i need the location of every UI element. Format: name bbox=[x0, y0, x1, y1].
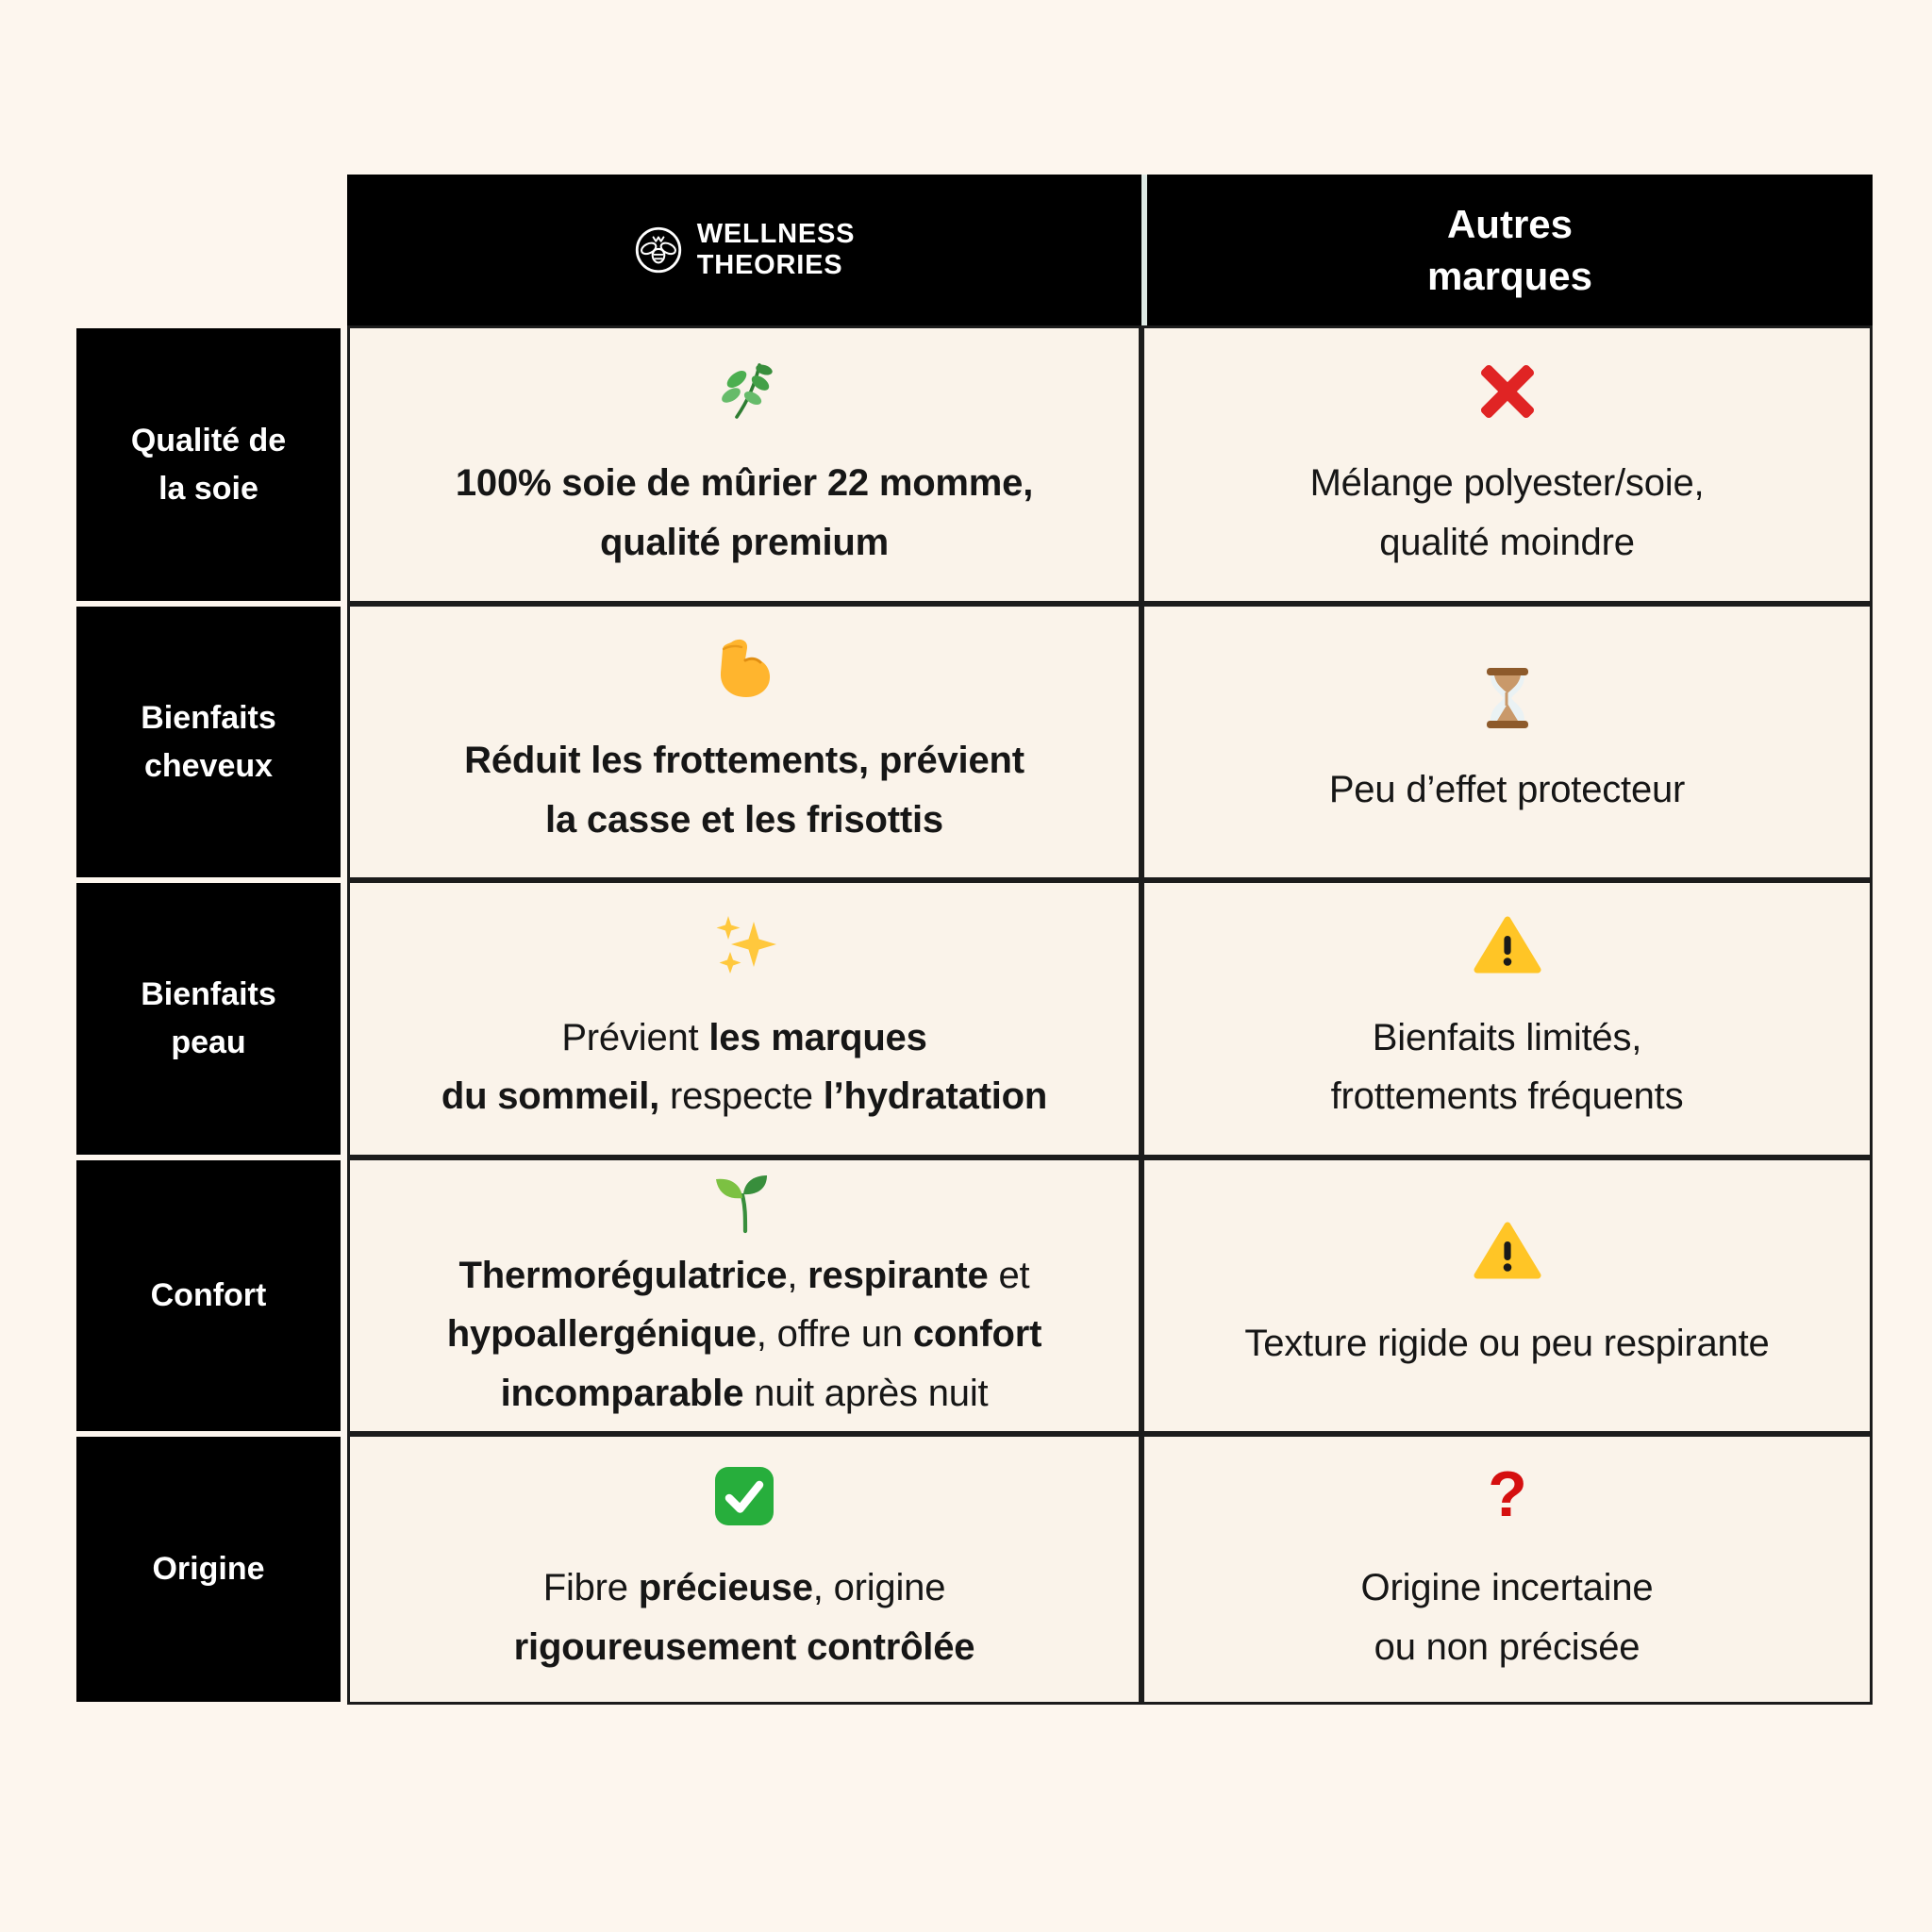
competitor-cell-confort: Texture rigide ou peu respirante bbox=[1141, 1158, 1873, 1434]
brand-lockup: WELLNESS THEORIES bbox=[634, 219, 856, 281]
brand-text-bienfaits-peau: Prévient les marques du sommeil, respect… bbox=[441, 1016, 1048, 1117]
row-label-bienfaits-cheveux: Bienfaits cheveux bbox=[76, 607, 341, 877]
header-corner-spacer bbox=[76, 175, 347, 325]
warning-icon bbox=[1474, 912, 1541, 980]
competitor-cell-bienfaits-cheveux: Peu d’effet protecteur bbox=[1141, 604, 1873, 880]
cross-mark-icon bbox=[1474, 358, 1541, 425]
brand-text-confort: Thermorégulatrice, respirante et hypoall… bbox=[446, 1254, 1042, 1414]
flexed-biceps-icon bbox=[710, 635, 778, 703]
competitor-cell-qualite-soie: Mélange polyester/soie, qualité moindre bbox=[1141, 325, 1873, 604]
check-mark-icon bbox=[710, 1462, 778, 1530]
seedling-icon bbox=[710, 1169, 778, 1237]
brand-text-bienfaits-cheveux: Réduit les frottements, prévient la cass… bbox=[464, 740, 1024, 841]
competitor-text-origine: Origine incertaine ou non précisée bbox=[1360, 1567, 1654, 1668]
competitor-text-confort: Texture rigide ou peu respirante bbox=[1244, 1323, 1770, 1365]
brand-cell-bienfaits-peau: Prévient les marques du sommeil, respect… bbox=[347, 880, 1141, 1158]
warning-icon bbox=[1474, 1218, 1541, 1286]
herb-icon bbox=[710, 358, 778, 425]
brand-cell-origine: Fibre précieuse, origine rigoureusement … bbox=[347, 1434, 1141, 1705]
row-label-bienfaits-peau: Bienfaits peau bbox=[76, 883, 341, 1155]
brand-header-cell: WELLNESS THEORIES bbox=[347, 175, 1141, 325]
sparkles-icon bbox=[710, 912, 778, 980]
brand-name: WELLNESS THEORIES bbox=[696, 218, 856, 280]
competitor-header-cell: Autres marques bbox=[1141, 175, 1873, 325]
brand-text-origine: Fibre précieuse, origine rigoureusement … bbox=[513, 1567, 975, 1668]
competitor-name: Autres marques bbox=[1426, 201, 1593, 298]
comparison-table: WELLNESS THEORIES Autres marques Qualité… bbox=[76, 175, 1873, 1705]
hourglass-icon bbox=[1474, 664, 1541, 732]
competitor-cell-origine: ? Origine incertaine ou non précisée bbox=[1141, 1434, 1873, 1705]
brand-cell-bienfaits-cheveux: Réduit les frottements, prévient la cass… bbox=[347, 604, 1141, 880]
row-label-confort: Confort bbox=[76, 1160, 341, 1431]
brand-text-qualite-soie: 100% soie de mûrier 22 momme, qualité pr… bbox=[455, 462, 1034, 563]
question-mark-icon: ? bbox=[1474, 1462, 1541, 1530]
competitor-text-bienfaits-peau: Bienfaits limités, frottements fréquents bbox=[1330, 1016, 1684, 1117]
competitor-text-bienfaits-cheveux: Peu d’effet protecteur bbox=[1328, 769, 1686, 811]
bee-logo-icon bbox=[634, 225, 683, 275]
svg-text:?: ? bbox=[1488, 1462, 1527, 1530]
row-label-qualite-soie: Qualité de la soie bbox=[76, 328, 341, 601]
competitor-text-qualite-soie: Mélange polyester/soie, qualité moindre bbox=[1309, 462, 1705, 563]
brand-cell-confort: Thermorégulatrice, respirante et hypoall… bbox=[347, 1158, 1141, 1434]
row-label-origine: Origine bbox=[76, 1437, 341, 1702]
brand-cell-qualite-soie: 100% soie de mûrier 22 momme, qualité pr… bbox=[347, 325, 1141, 604]
competitor-cell-bienfaits-peau: Bienfaits limités, frottements fréquents bbox=[1141, 880, 1873, 1158]
